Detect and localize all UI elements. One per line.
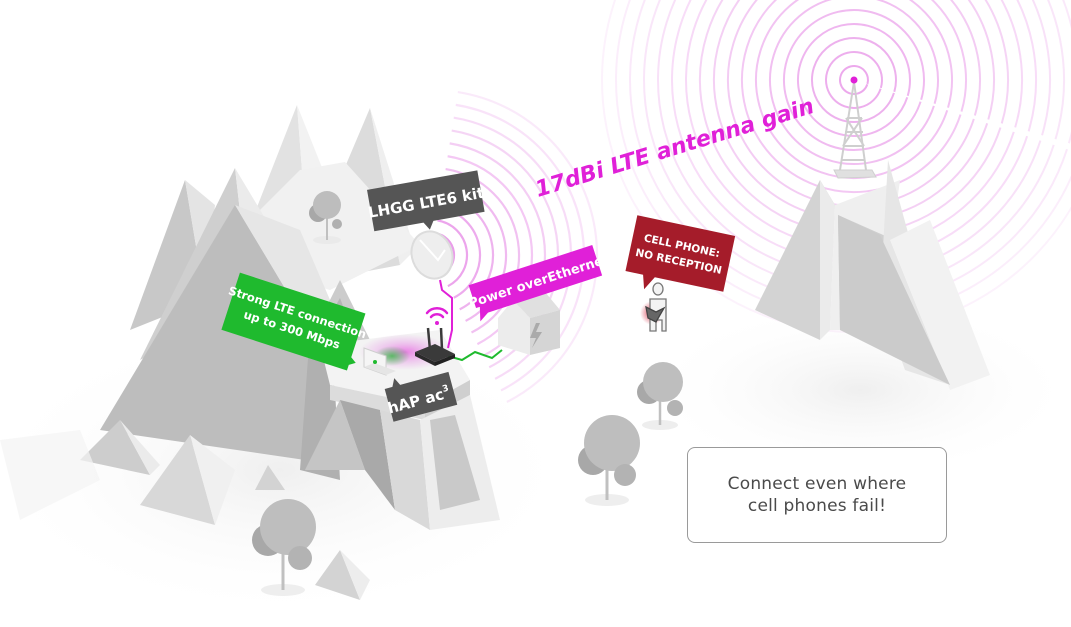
signal-ring [457,90,599,403]
person-icon [645,282,667,332]
tree [578,415,640,506]
right-mountain [755,160,990,390]
router-label-superscript: 3 [441,384,450,395]
signal-ring [437,219,469,288]
lte-connection-label: Strong LTE connection up to 300 Mbps [221,272,368,371]
power-supply-building [498,292,560,355]
signal-ring [755,0,953,180]
signal-ring [839,65,869,95]
lightning-icon [530,323,542,348]
signal-ring [769,0,939,165]
signal-ring [825,51,883,110]
tree [637,362,683,430]
cell-phone-label: CELL PHONE: NO RECEPTION [625,215,736,292]
tree [309,191,342,244]
signal-ring [811,37,897,123]
ethernet-cable [447,349,503,362]
tagline-callout: Connect even where cell phones fail! [687,447,947,543]
tree [252,499,316,596]
tower-beacon [850,76,858,84]
lhgg-antenna [410,230,454,349]
cell-tower [833,81,877,179]
signal-ring [783,9,925,151]
wifi-icon [425,307,449,325]
tagline-line1: Connect even where [727,474,907,494]
tagline-line2: cell phones fail! [747,496,887,516]
signal-ring [455,103,586,392]
hap-ac3-router [415,327,455,366]
laptop [363,347,396,376]
signal-ring [797,22,911,137]
poe-cable [439,279,453,349]
